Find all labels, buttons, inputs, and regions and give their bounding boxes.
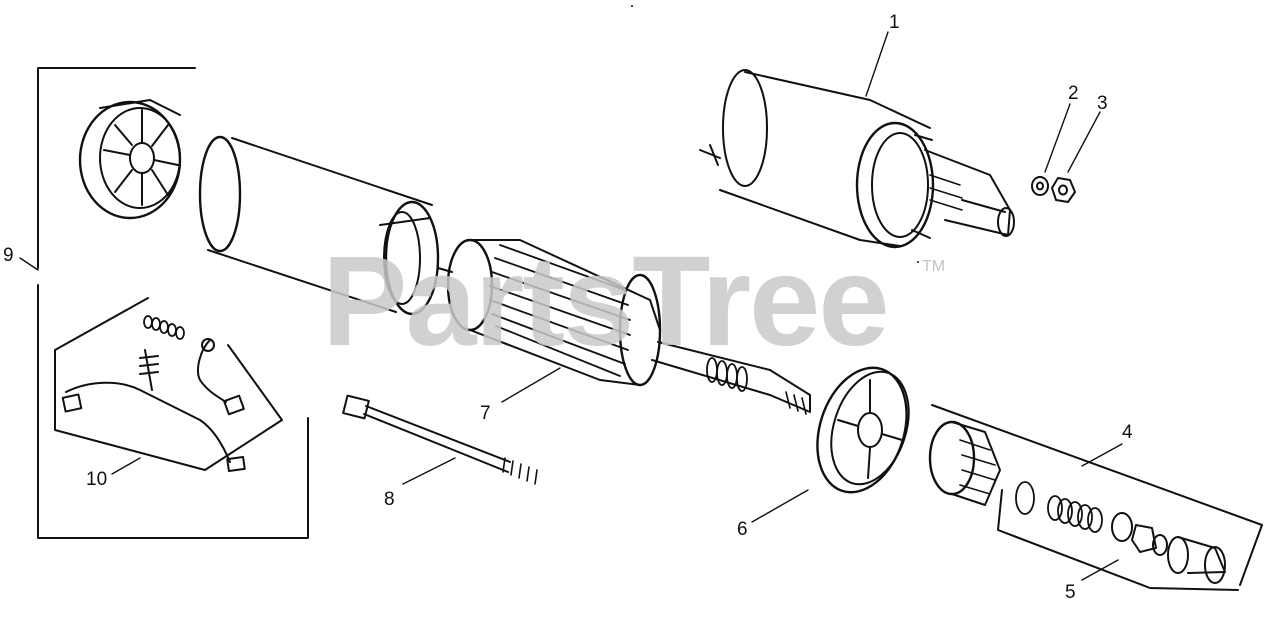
brush-spring (143, 315, 185, 340)
hex-nut (1051, 177, 1076, 203)
drive-spring (1015, 481, 1103, 533)
leader-lines (19, 31, 1123, 581)
end-cap (78, 99, 182, 220)
callout-3: 3 (1097, 93, 1108, 114)
lock-washer (1031, 176, 1049, 196)
armature (437, 238, 811, 415)
leader-6 (751, 489, 809, 523)
leader-4 (1081, 443, 1123, 467)
callout-5: 5 (1065, 582, 1076, 603)
callout-1: 1 (889, 12, 900, 33)
leader-5 (1081, 559, 1119, 581)
callout-4: 4 (1122, 422, 1133, 443)
watermark: PartsTree (322, 230, 889, 373)
leader-9 (19, 257, 39, 271)
pinion-gear (928, 420, 1001, 506)
group-9-bracket (37, 67, 309, 539)
callout-6: 6 (737, 519, 748, 540)
brush-plate (54, 297, 283, 473)
drive-assembly-frame (931, 404, 1263, 591)
drive-end-plate (816, 366, 910, 494)
leader-10 (111, 457, 141, 475)
drive-washer-nut (1111, 512, 1168, 556)
drive-cap (1167, 536, 1226, 584)
callout-7: 7 (480, 403, 491, 424)
starter-motor (699, 69, 1015, 249)
through-bolt (342, 394, 538, 485)
callout-2: 2 (1068, 83, 1079, 104)
motor-housing (198, 135, 440, 316)
leader-7 (501, 367, 561, 403)
trademark-mark: TM (922, 258, 946, 275)
leader-8 (402, 457, 456, 485)
callout-10: 10 (86, 469, 108, 490)
leader-3 (1067, 111, 1101, 173)
callout-8: 8 (384, 489, 395, 510)
leader-1 (865, 31, 889, 97)
leader-2 (1044, 103, 1071, 173)
callout-9: 9 (3, 245, 14, 266)
